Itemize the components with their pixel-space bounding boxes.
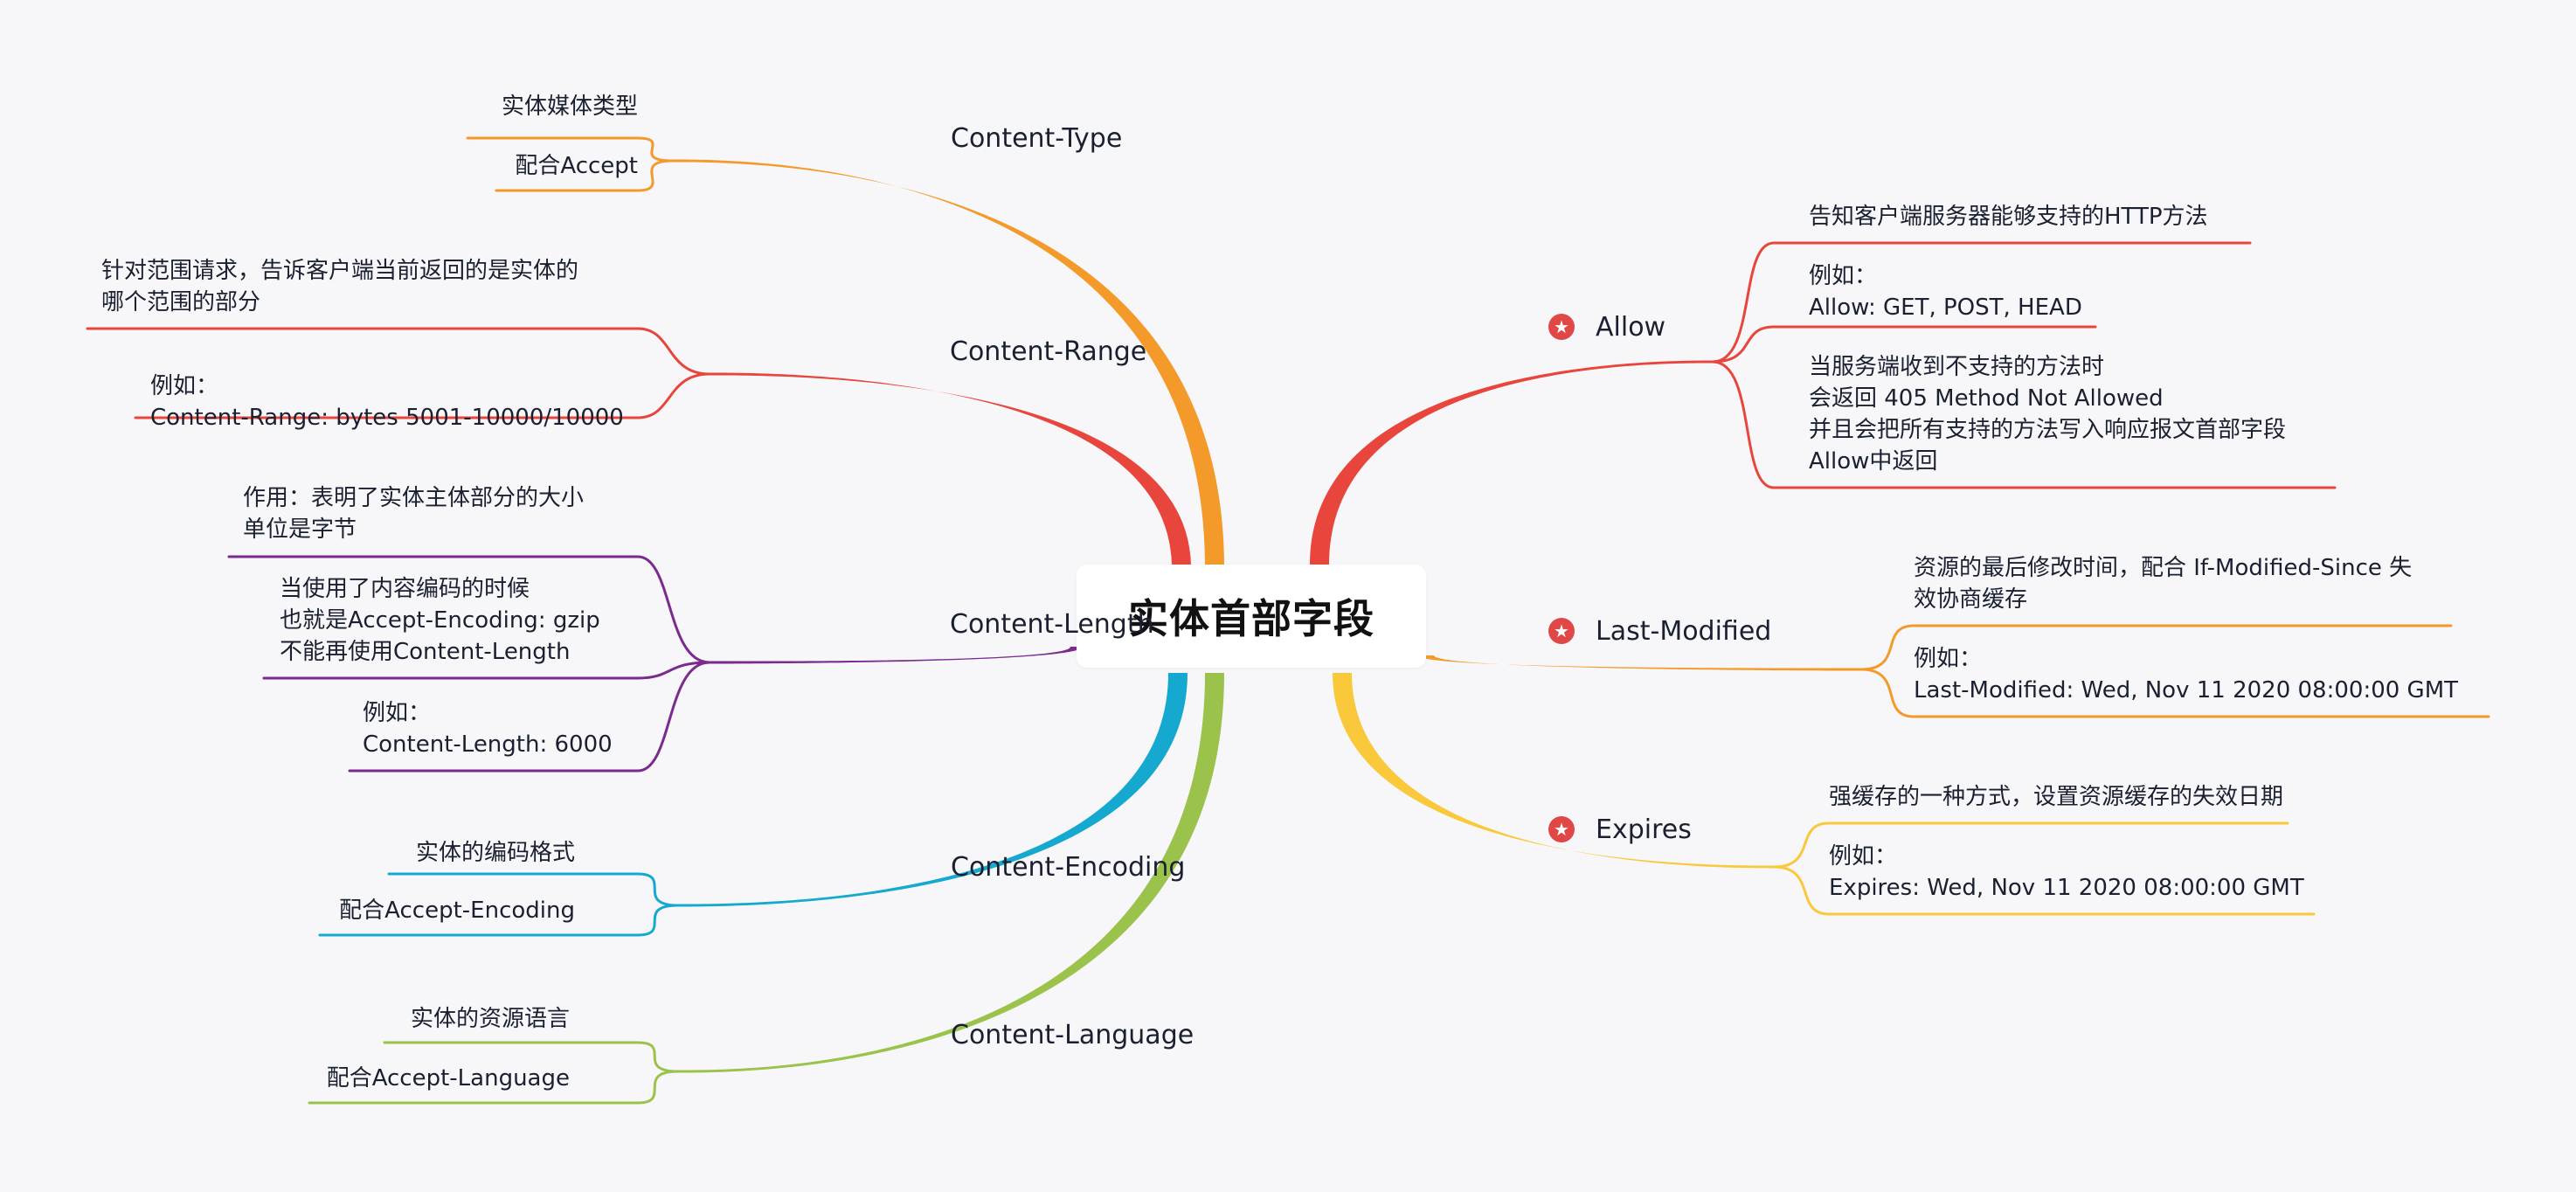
- leaf-node-content-type-1[interactable]: 配合Accept: [515, 150, 638, 182]
- leaf-text-line: Content-Length: 6000: [363, 731, 613, 758]
- branch-label-content-range[interactable]: Content-Range: [950, 336, 1146, 369]
- leaf-node-content-encoding-0[interactable]: 实体的编码格式: [416, 837, 575, 869]
- branch-label-text: Content-Range: [950, 336, 1147, 367]
- leaf-text-line: 例如：: [1914, 646, 1983, 672]
- leaf-text-line: 例如：: [363, 700, 432, 726]
- leaf-text-line: 资源的最后修改时间，配合 If-Modified-Since 失: [1914, 555, 2413, 581]
- leaf-text-line: 针对范围请求，告诉客户端当前返回的是实体的: [101, 258, 579, 284]
- branch-label-text: Last-Modified: [1596, 616, 1772, 647]
- branch-label-content-language[interactable]: Content-Language: [951, 1019, 1194, 1052]
- leaf-text-line: 会返回 405 Method Not Allowed: [1809, 385, 2164, 412]
- leaf-text-line: Allow: GET, POST, HEAD: [1809, 295, 2082, 321]
- leaf-connector-allow-2: [1711, 360, 2337, 489]
- star-marker-icon: ★: [1548, 816, 1575, 842]
- leaf-text-line: 强缓存的一种方式，设置资源缓存的失效日期: [1829, 784, 2284, 810]
- leaf-text-line: 也就是Accept-Encoding: gzip: [280, 607, 600, 634]
- branch-label-last-modified[interactable]: ★ Last-Modified: [1548, 615, 1771, 648]
- leaf-connector-content-encoding-0: [387, 872, 680, 907]
- leaf-node-allow-1[interactable]: 例如： Allow: GET, POST, HEAD: [1809, 260, 2082, 323]
- leaf-text-line: 当服务端收到不支持的方法时: [1809, 354, 2105, 380]
- leaf-text-line: 哪个范围的部分: [101, 289, 261, 315]
- branch-label-text: Content-Language: [951, 1020, 1195, 1050]
- leaf-text-line: 作用：表明了实体主体部分的大小: [243, 485, 585, 511]
- leaf-connector-content-type-0: [466, 136, 675, 163]
- leaf-node-expires-0[interactable]: 强缓存的一种方式，设置资源缓存的失效日期: [1829, 781, 2283, 813]
- central-topic-title: 实体首部字段: [1128, 595, 1375, 642]
- leaf-node-content-range-0[interactable]: 针对范围请求，告诉客户端当前返回的是实体的哪个范围的部分: [101, 255, 578, 318]
- leaf-text-line: 实体的编码格式: [415, 840, 575, 866]
- leaf-node-content-range-1[interactable]: 例如： Content-Range: bytes 5001-10000/10000: [150, 371, 624, 433]
- leaf-connector-last-modified-0: [1859, 624, 2453, 671]
- leaf-connector-content-length-2: [348, 661, 711, 773]
- leaf-connector-allow-1: [1711, 325, 2097, 364]
- leaf-connector-content-language-0: [383, 1041, 680, 1073]
- leaf-node-allow-2[interactable]: 当服务端收到不支持的方法时会返回 405 Method Not Allowed 并…: [1809, 351, 2286, 477]
- branch-label-text: Expires: [1596, 814, 1692, 845]
- leaf-text-line: 当使用了内容编码的时候: [280, 576, 530, 602]
- leaf-text-line: 实体媒体类型: [501, 94, 638, 120]
- leaf-node-content-encoding-1[interactable]: 配合Accept-Encoding: [339, 895, 575, 926]
- leaf-text-line: 单位是字节: [243, 516, 357, 543]
- leaf-node-expires-1[interactable]: 例如： Expires: Wed, Nov 11 2020 08:00:00 GM…: [1829, 841, 2304, 904]
- leaf-connector-last-modified-1: [1859, 668, 2490, 718]
- leaf-connector-content-range-1: [134, 372, 711, 419]
- leaf-text-line: 并且会把所有支持的方法写入响应报文首部字段: [1809, 417, 2287, 443]
- branch-label-content-encoding[interactable]: Content-Encoding: [951, 851, 1185, 884]
- leaf-connector-content-length-0: [227, 555, 711, 664]
- leaf-text-line: 不能再使用Content-Length: [280, 639, 571, 665]
- leaf-text-line: 告知客户端服务器能够支持的HTTP方法: [1809, 204, 2208, 230]
- leaf-connector-content-range-0: [86, 327, 711, 376]
- branch-label-content-length[interactable]: Content-Length: [950, 608, 1154, 641]
- leaf-node-content-language-1[interactable]: 配合Accept-Language: [327, 1063, 570, 1094]
- leaf-text-line: Last-Modified: Wed, Nov 11 2020 08:00:00…: [1914, 677, 2459, 703]
- leaf-node-last-modified-0[interactable]: 资源的最后修改时间，配合 If-Modified-Since 失效协商缓存: [1914, 552, 2412, 615]
- star-marker-icon: ★: [1548, 618, 1575, 644]
- leaf-node-content-length-0[interactable]: 作用：表明了实体主体部分的大小单位是字节: [243, 482, 584, 545]
- leaf-connector-content-length-1: [262, 661, 711, 680]
- leaf-connector-expires-1: [1772, 865, 2316, 916]
- central-topic[interactable]: 实体首部字段: [1077, 565, 1426, 668]
- star-marker-icon: ★: [1548, 314, 1575, 340]
- leaf-text-line: 例如：: [1809, 263, 1878, 289]
- leaf-connector-expires-0: [1772, 821, 2289, 869]
- leaf-text-line: 配合Accept-Encoding: [339, 897, 575, 924]
- leaf-text-line: Content-Range: bytes 5001-10000/10000: [150, 405, 624, 431]
- leaf-node-content-language-0[interactable]: 实体的资源语言: [411, 1003, 570, 1035]
- leaf-node-content-length-1[interactable]: 当使用了内容编码的时候也就是Accept-Encoding: gzip 不能再使用…: [280, 573, 600, 668]
- leaf-connector-content-language-1: [308, 1070, 680, 1105]
- branch-label-text: Content-Type: [951, 123, 1123, 154]
- leaf-node-last-modified-1[interactable]: 例如： Last-Modified: Wed, Nov 11 2020 08:00…: [1914, 643, 2458, 706]
- branch-label-content-type[interactable]: Content-Type: [951, 122, 1122, 156]
- branch-label-text: Allow: [1596, 312, 1666, 343]
- branch-label-expires[interactable]: ★ Expires: [1548, 814, 1692, 847]
- leaf-text-line: 例如：: [1829, 843, 1898, 870]
- branch-trunk-content-length: [710, 647, 1083, 664]
- leaf-connector-content-type-1: [495, 159, 675, 192]
- branch-trunk-last-modified: [1418, 655, 1861, 671]
- branch-label-text: Content-Encoding: [951, 852, 1186, 883]
- leaf-text-line: 效协商缓存: [1914, 586, 2028, 613]
- leaf-connector-content-encoding-1: [318, 904, 680, 937]
- leaf-node-content-length-2[interactable]: 例如： Content-Length: 6000: [363, 697, 613, 760]
- leaf-text-line: 例如：: [150, 373, 219, 399]
- leaf-text-line: Expires: Wed, Nov 11 2020 08:00:00 GMT: [1829, 875, 2304, 901]
- leaf-text-line: Allow中返回: [1809, 448, 1938, 475]
- leaf-node-content-type-0[interactable]: 实体媒体类型: [502, 91, 638, 122]
- leaf-text-line: 配合Accept: [515, 153, 638, 179]
- leaf-node-allow-0[interactable]: 告知客户端服务器能够支持的HTTP方法: [1809, 201, 2208, 232]
- branch-label-text: Content-Length: [950, 609, 1154, 640]
- leaf-text-line: 实体的资源语言: [410, 1006, 570, 1032]
- leaf-text-line: 配合Accept-Language: [326, 1065, 570, 1092]
- leaf-connector-allow-0: [1711, 241, 2252, 364]
- branch-label-allow[interactable]: ★ Allow: [1548, 311, 1665, 344]
